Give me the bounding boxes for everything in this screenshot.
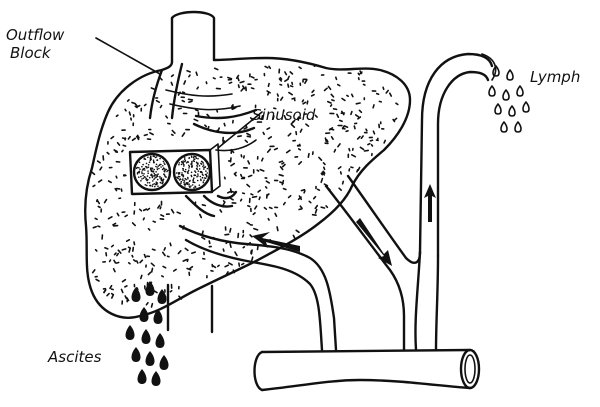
label-ascites: Ascites: [47, 348, 102, 366]
sinusoid-box: [130, 144, 220, 194]
ascites-drop-icon: [132, 347, 141, 362]
liver-outline: [85, 58, 410, 318]
ascites-drop-icon: [160, 355, 169, 370]
intestinal-vessel: [255, 350, 480, 390]
label-outflow-block-line1: Outflow: [6, 26, 65, 44]
ascites-droplets: [126, 281, 169, 386]
thoracic-duct: [415, 54, 495, 350]
sinusoid-stipple: [136, 155, 209, 188]
label-sinusoid: Sinusoid: [252, 106, 316, 124]
ascites-drop-icon: [146, 351, 155, 366]
arrow-up-icon: [424, 184, 436, 222]
label-lymph: Lymph: [530, 68, 580, 86]
ascites-drop-icon: [142, 329, 151, 344]
lymph-drop-icon: [507, 70, 513, 80]
ascites-drop-icon: [132, 287, 141, 302]
lymph-drop-icon: [503, 90, 509, 100]
ascites-drop-icon: [138, 369, 147, 384]
flow-arrows: [252, 184, 436, 266]
lymph-drop-icon: [495, 104, 501, 114]
lymph-droplets: [489, 66, 529, 132]
ascites-drop-icon: [126, 325, 135, 340]
arrow-down-right-icon: [356, 218, 392, 266]
label-outflow-block-line2: Block: [10, 44, 52, 62]
portal-branches: [186, 192, 236, 216]
lymph-drop-icon: [509, 106, 515, 116]
lymph-drop-icon: [515, 122, 521, 132]
lymph-drop-icon: [489, 86, 495, 96]
ascites-drop-icon: [140, 307, 149, 322]
ascites-drop-icon: [156, 333, 165, 348]
lymph-channel: [326, 176, 420, 350]
lymph-drop-icon: [501, 122, 507, 132]
lymph-drop-icon: [517, 86, 523, 96]
ascites-drop-icon: [152, 371, 161, 386]
hepatic-branches: [194, 110, 256, 151]
lymph-drop-icon: [523, 102, 529, 112]
portal-vein: [180, 226, 336, 350]
